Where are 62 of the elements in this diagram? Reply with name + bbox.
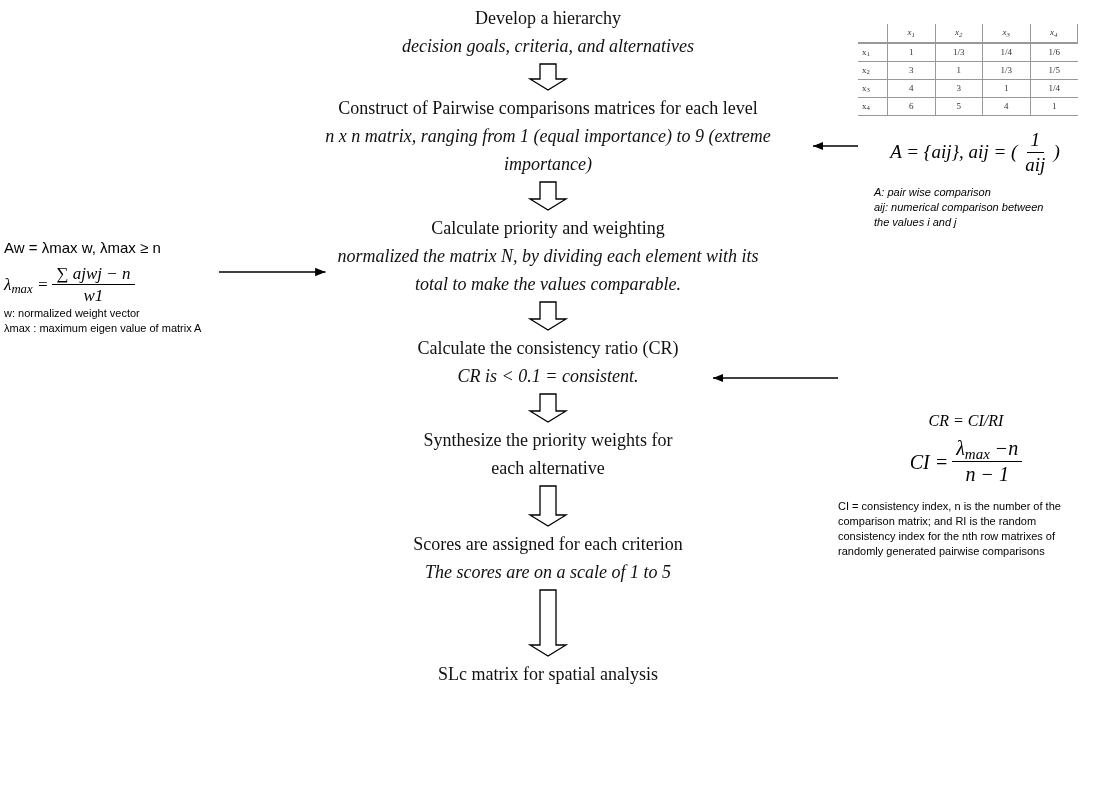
block-arrow — [527, 485, 569, 527]
column-header: x$_{2}$ — [955, 26, 963, 40]
column-header: x$_{3}$ — [1002, 26, 1010, 40]
formula-text: λ$_{max}$ = — [4, 273, 49, 298]
arrow — [712, 373, 839, 383]
formula-denominator: aij — [1024, 152, 1047, 177]
formula-denominator: w1 — [82, 284, 105, 307]
block-arrow — [527, 63, 569, 91]
step-description: The scores are on a scale of 1 to 5 — [424, 561, 672, 584]
column-header: x$_{4}$ — [1050, 26, 1058, 40]
row-header: x$_{3}$ — [862, 81, 870, 96]
block-arrow — [527, 393, 569, 423]
step-description: normalized the matrix N, by dividing each element with its total to make the values comparable. — [336, 245, 760, 296]
table-value: 1 — [1052, 99, 1057, 113]
table-value: 1 — [1004, 81, 1009, 95]
note-text: aij: numerical comparison between the values i and j — [873, 199, 1045, 230]
step-title: SLc matrix for spatial analysis — [438, 663, 658, 686]
table-value: 1/3 — [1000, 63, 1012, 77]
formula-text: CI = — [909, 449, 949, 475]
table-value: 1 — [956, 63, 961, 77]
step-title: Construct of Pairwise comparisons matrices for each level — [338, 97, 758, 120]
row-header: x$_{1}$ — [862, 45, 870, 60]
step-title: Scores are assigned for each criterion — [413, 533, 683, 556]
block-arrow — [527, 181, 569, 211]
note-text: w: normalized weight vector — [4, 306, 141, 322]
step-title: Calculate priority and weighting — [431, 217, 665, 240]
formula-text: A = {aij}, aij = ( — [890, 140, 1018, 164]
table-value: 1 — [909, 45, 914, 59]
arrow — [218, 267, 327, 277]
column-header: x$_{1}$ — [907, 26, 915, 40]
table-value: 1/3 — [953, 45, 965, 59]
formula-text: CR = CI/RI — [927, 411, 1005, 431]
formula-denominator: n − 1 — [964, 462, 1010, 487]
table-value: 1/4 — [1000, 45, 1012, 59]
note-text: CI = consistency index, n is the number of the comparison matrix; and RI is the random consistency index for the nth row matrixes of randomly generated pairwise comparisons — [838, 499, 1062, 560]
table-value: 1/5 — [1048, 63, 1060, 77]
block-arrow — [527, 301, 569, 331]
formula-numerator: λ$_{max}$ −n — [952, 436, 1023, 462]
table-value: 6 — [909, 99, 914, 113]
table-value: 4 — [909, 81, 914, 95]
step-description: CR is < 0.1 = consistent. — [457, 365, 639, 388]
table-value: 3 — [909, 63, 914, 77]
step-title: Calculate the consistency ratio (CR) — [417, 337, 679, 360]
formula-text: ) — [1053, 140, 1060, 164]
arrow — [812, 141, 859, 151]
formula-numerator: ∑ ajwj − n — [52, 262, 135, 285]
note-text: λmax : maximum eigen value of matrix A — [4, 321, 203, 337]
table-value: 4 — [1004, 99, 1009, 113]
table-value: 3 — [956, 81, 961, 95]
block-arrow — [527, 589, 569, 657]
formula-numerator: 1 — [1026, 128, 1045, 153]
table-value: 1/4 — [1048, 81, 1060, 95]
formula-text: Aw = λmax w, λmax ≥ n — [4, 238, 162, 258]
step-description: decision goals, criteria, and alternatives — [402, 35, 694, 58]
step-title: Synthesize the priority weights for each alternative — [422, 429, 674, 480]
step-title: Develop a hierarchy — [475, 7, 621, 30]
row-header: x$_{2}$ — [862, 63, 870, 78]
step-description: n x n matrix, ranging from 1 (equal importance) to 9 (extreme importance) — [324, 125, 772, 176]
row-header: x$_{4}$ — [862, 99, 870, 114]
table-value: 1/6 — [1048, 45, 1060, 59]
note-text: A: pair wise comparison — [872, 184, 992, 200]
table-value: 5 — [956, 99, 961, 113]
